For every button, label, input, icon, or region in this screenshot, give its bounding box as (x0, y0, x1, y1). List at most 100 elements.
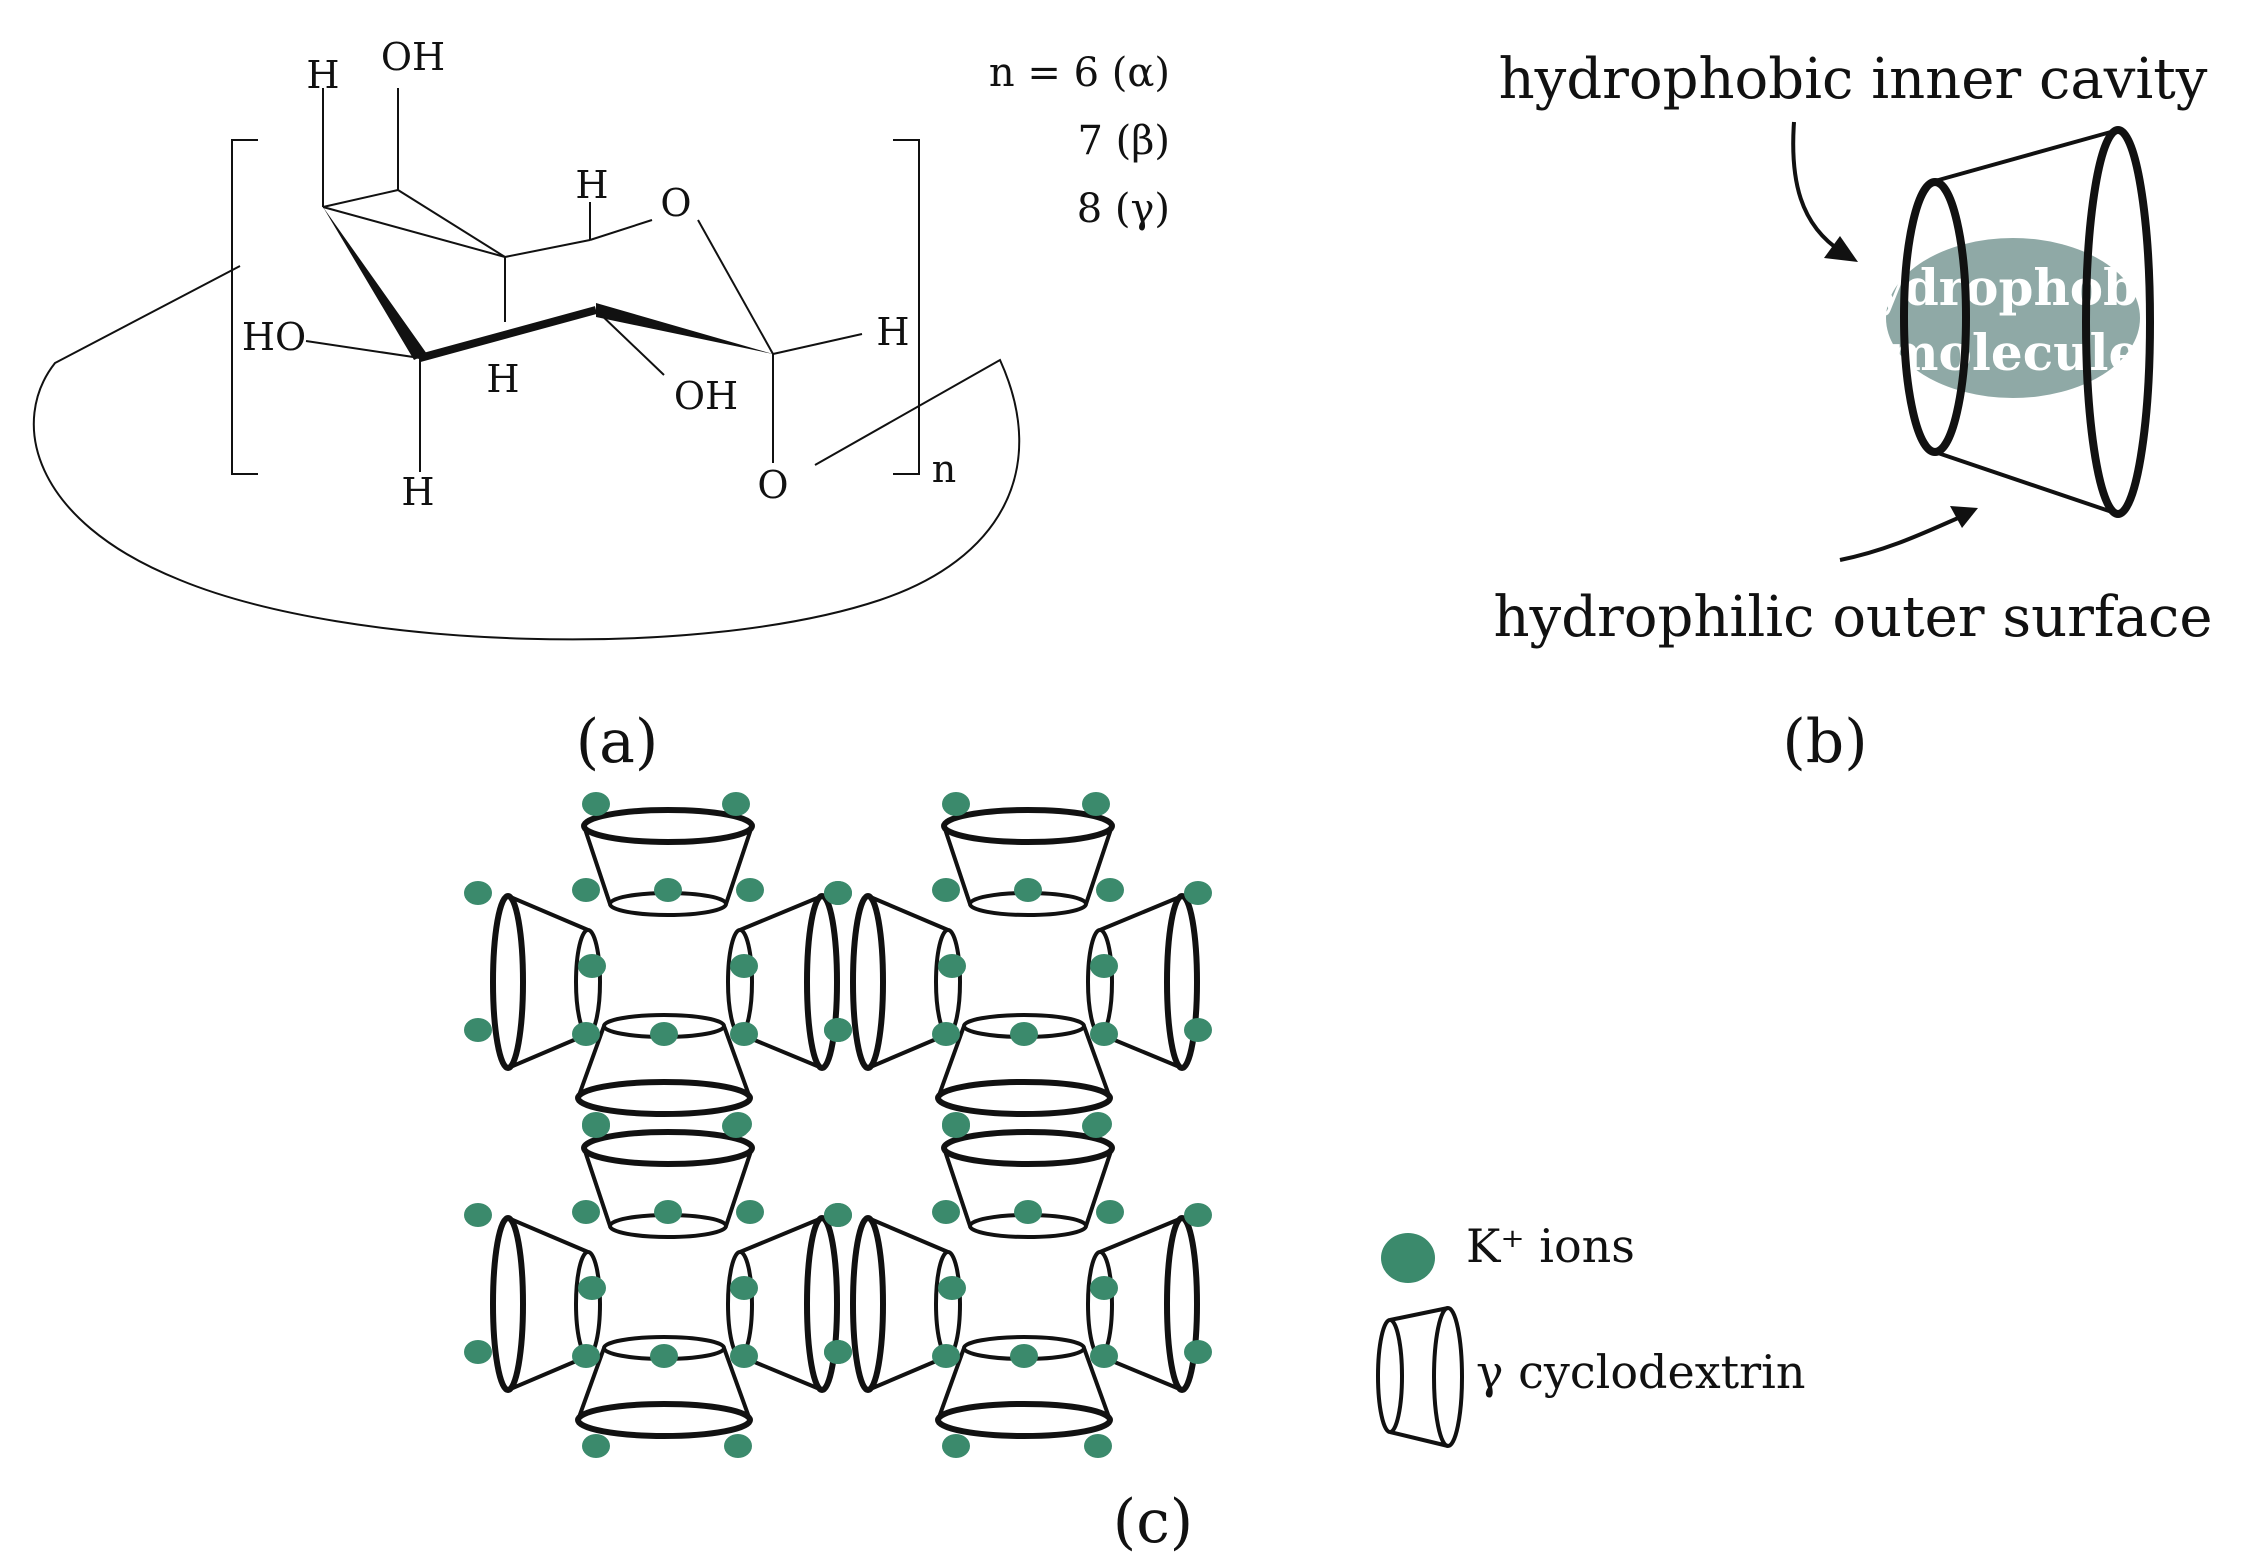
k-ion (654, 878, 682, 902)
cone-wide-rim (1164, 893, 1200, 1071)
k-ion (824, 1340, 852, 1364)
atom-h-right: H (876, 310, 909, 354)
k-ion (1096, 878, 1124, 902)
cone-wide-rim (935, 1079, 1113, 1117)
legend-cd-marker (1376, 1306, 1464, 1448)
cone-wide-rim (581, 1129, 755, 1167)
cone-side (582, 825, 612, 905)
k-ion (1014, 878, 1042, 902)
k-ion (1082, 1114, 1110, 1138)
cone-side (1084, 1147, 1114, 1227)
k-ion (1184, 1340, 1212, 1364)
k-ion (1184, 881, 1212, 905)
legend-ion-marker (1381, 1233, 1435, 1283)
cone-side (867, 894, 949, 932)
k-ion (730, 1022, 758, 1046)
cone-wide-rim (850, 893, 886, 1071)
k-ion (932, 1344, 960, 1368)
cone-narrow-rim (1086, 1250, 1114, 1358)
cone-narrow-rim (934, 928, 962, 1036)
cone-side (507, 1216, 589, 1254)
k-ion (654, 1200, 682, 1224)
k-ion (730, 1276, 758, 1300)
k-ion (942, 1114, 970, 1138)
k-ion (464, 881, 492, 905)
n-value-alpha: n = 6 (α) (989, 50, 1170, 96)
panel-a-label: (a) (576, 707, 659, 777)
cone-narrow-rim (574, 928, 602, 1036)
cone-side (942, 1147, 972, 1227)
k-ion (1184, 1203, 1212, 1227)
cone-side (576, 1025, 606, 1099)
wedge-bond (323, 207, 427, 360)
panel-c-label: (c) (1113, 1487, 1193, 1557)
right-bracket (893, 139, 920, 475)
k-ion (572, 1200, 600, 1224)
cone-side (1082, 1347, 1112, 1421)
k-ion (464, 1018, 492, 1042)
k-ion (650, 1344, 678, 1368)
k-ion (464, 1340, 492, 1364)
cone-side (936, 1347, 966, 1421)
cone-wide-rim (804, 893, 840, 1071)
cone-narrow-rim (934, 1250, 962, 1358)
k-ion (938, 1276, 966, 1300)
k-ion (824, 1018, 852, 1042)
k-ion (578, 1276, 606, 1300)
cd-cluster (824, 792, 1212, 1136)
cone-narrow-rim (726, 1250, 754, 1358)
k-ion (572, 1344, 600, 1368)
k-ion (582, 1114, 610, 1138)
atom-oh-top: OH (381, 35, 445, 79)
panel-a-structure: H OH H O HO H OH H H O n n = 6 (α) 7 (β)… (32, 35, 1170, 777)
panel-b-cavity: hydrophobic inner cavity hydrophobic mol… (1493, 47, 2212, 777)
cone-side (739, 894, 823, 932)
cone-side (576, 1347, 606, 1421)
k-ion (1084, 1434, 1112, 1458)
cone-side (867, 1216, 949, 1254)
k-ion (730, 954, 758, 978)
k-ion (736, 878, 764, 902)
atom-h-mid: H (486, 357, 519, 401)
k-ion (1082, 792, 1110, 816)
panel-c-legend: K⁺ ions γ cyclodextrin (1376, 1219, 1805, 1448)
k-ion (572, 1022, 600, 1046)
cone-side (1082, 1025, 1112, 1099)
cone-wide-rim (941, 807, 1115, 845)
cone-narrow-rim (1086, 928, 1114, 1036)
k-ion (824, 1203, 852, 1227)
k-ion (942, 792, 970, 816)
cone-side (1099, 1216, 1183, 1254)
cone-side (724, 1147, 754, 1227)
k-ion (1010, 1022, 1038, 1046)
cone-wide-rim (850, 1215, 886, 1393)
k-ion (1096, 1200, 1124, 1224)
k-ion (932, 1200, 960, 1224)
guest-label-line1: hydrophobic (1838, 258, 2187, 317)
k-ion (722, 792, 750, 816)
cone-side (1099, 894, 1183, 932)
cd-cluster (464, 1114, 852, 1458)
cone-wide-rim (581, 807, 755, 845)
k-ion (650, 1022, 678, 1046)
cone-side (582, 1147, 612, 1227)
subscript-n: n (932, 447, 956, 491)
k-ion (932, 878, 960, 902)
cone-side (936, 1025, 966, 1099)
top-label: hydrophobic inner cavity (1499, 47, 2208, 112)
k-ion (932, 1022, 960, 1046)
guest-molecule (1886, 238, 2140, 398)
n-value-gamma: 8 (γ) (1077, 186, 1170, 232)
cd-cluster (464, 792, 852, 1136)
cone-side (724, 825, 754, 905)
cone-wide-rim (941, 1129, 1115, 1167)
k-ion (938, 954, 966, 978)
wedge-bond (596, 303, 773, 354)
cone-side (1084, 825, 1114, 905)
guest-label-line2: molecule (1886, 323, 2141, 382)
cd-cluster (824, 1114, 1212, 1458)
bottom-label: hydrophilic outer surface (1493, 585, 2212, 650)
cone-side (942, 825, 972, 905)
k-ion (1014, 1200, 1042, 1224)
